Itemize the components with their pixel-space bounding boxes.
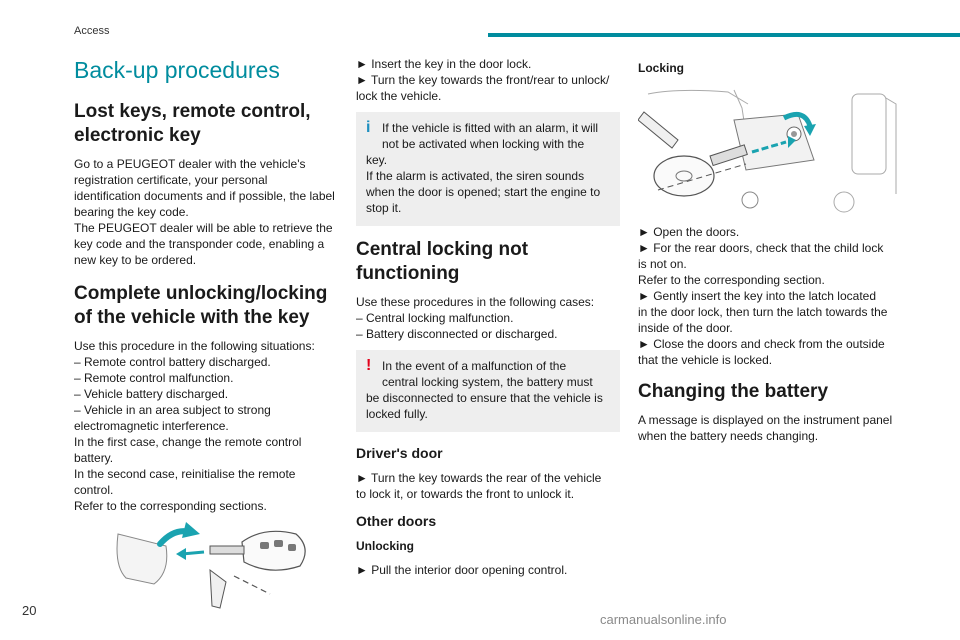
text-line: key. (366, 153, 388, 167)
text-line: registration certificate, your personal (74, 173, 268, 187)
text-line: stop it. (366, 201, 402, 215)
text-line: Use this procedure in the following situ… (74, 339, 315, 353)
text-line: in the door lock, then turn the latch to… (638, 305, 888, 319)
unlocking-heading: Unlocking (356, 539, 415, 553)
key-steps: ► Insert the key in the door lock. ► Tur… (356, 56, 620, 104)
locking-steps: ► Open the doors. ► For the rear doors, … (638, 224, 902, 368)
key-remote-illustration (116, 522, 306, 609)
unlocking-paragraph: ► Pull the interior door opening control… (356, 562, 620, 578)
lost-keys-heading: Lost keys, remote control, electronic ke… (74, 100, 344, 148)
locking-heading: Locking (638, 61, 685, 75)
watermark: carmanualsonline.info (600, 612, 727, 627)
other-doors-heading: Other doors (356, 513, 437, 529)
column-middle: ► Insert the key in the door lock. ► Tur… (356, 56, 620, 586)
text-line: – Battery disconnected or discharged. (356, 327, 558, 341)
heading-line: electronic key (74, 125, 201, 146)
text-line: ► Close the doors and check from the out… (638, 337, 885, 351)
column-right: Locking ► Open the doors. ► For the rear… (638, 56, 902, 452)
header-section-title: Access (74, 25, 110, 37)
text-line: – Vehicle battery discharged. (74, 387, 229, 401)
changing-battery-heading: Changing the battery (638, 381, 829, 402)
text-line: – Vehicle in an area subject to strong (74, 403, 271, 417)
info-icon: i (366, 119, 371, 136)
chapter-title: Back-up procedures (74, 57, 280, 83)
heading-line: Complete unlocking/locking (74, 283, 328, 304)
text-line: The PEUGEOT dealer will be able to retri… (74, 221, 333, 235)
heading-line: Central locking not (356, 239, 529, 260)
header-accent-bar (488, 33, 960, 37)
drivers-door-paragraph: ► Turn the key towards the rear of the v… (356, 470, 620, 502)
door-latch-illustration (638, 89, 897, 213)
text-line: control. (74, 483, 114, 497)
alarm-info-note: i If the vehicle is fitted with an alarm… (356, 112, 620, 226)
text-line: ► Open the doors. (638, 225, 740, 239)
text-line: ► Turn the key towards the rear of the v… (356, 471, 602, 485)
text-line: key code and the transponder code, enabl… (74, 237, 325, 251)
text-line: Refer to the corresponding sections. (74, 499, 267, 513)
heading-line: Lost keys, remote control, (74, 101, 311, 122)
text-line: when the door is opened; start the engin… (366, 185, 601, 199)
text-line: In the first case, change the remote con… (74, 435, 302, 449)
text-line: If the vehicle is fitted with an alarm, … (382, 121, 599, 135)
text-line: to lock it, or towards the front to unlo… (356, 487, 575, 501)
text-line: central locking system, the battery must (382, 375, 593, 389)
heading-line: of the vehicle with the key (74, 307, 310, 328)
text-line: Use these procedures in the following ca… (356, 295, 595, 309)
lost-keys-paragraph: Go to a PEUGEOT dealer with the vehicle'… (74, 156, 344, 268)
text-line: ► Turn the key towards the front/rear to… (356, 73, 610, 87)
central-locking-heading: Central locking not functioning (356, 238, 620, 286)
drivers-door-heading: Driver's door (356, 445, 443, 461)
heading-line: functioning (356, 263, 460, 284)
text-line: bearing the key code. (74, 205, 189, 219)
text-line: when the battery needs changing. (638, 429, 819, 443)
changing-battery-paragraph: A message is displayed on the instrument… (638, 412, 902, 444)
text-line: electromagnetic interference. (74, 419, 229, 433)
text-line: Go to a PEUGEOT dealer with the vehicle'… (74, 157, 306, 171)
warning-icon: ! (366, 357, 372, 374)
text-line: If the alarm is activated, the siren sou… (366, 169, 585, 183)
text-line: battery. (74, 451, 114, 465)
text-line: In the second case, reinitialise the rem… (74, 467, 296, 481)
text-line: inside of the door. (638, 321, 733, 335)
column-left: Back-up procedures Lost keys, remote con… (74, 56, 344, 622)
text-line: identification documents and if possible… (74, 189, 335, 203)
battery-warning-note: ! In the event of a malfunction of the c… (356, 350, 620, 432)
text-line: In the event of a malfunction of the (382, 359, 567, 373)
text-line: Refer to the corresponding section. (638, 273, 825, 287)
text-line: ► Pull the interior door opening control… (356, 563, 568, 577)
text-line: new key to be ordered. (74, 253, 197, 267)
text-line: A message is displayed on the instrument… (638, 413, 893, 427)
complete-unlocking-paragraph: Use this procedure in the following situ… (74, 338, 344, 514)
text-line: be disconnected to ensure that the vehic… (366, 391, 603, 405)
text-line: locked fully. (366, 407, 428, 421)
text-line: ► Insert the key in the door lock. (356, 57, 532, 71)
complete-unlocking-heading: Complete unlocking/locking of the vehicl… (74, 282, 344, 330)
text-line: – Central locking malfunction. (356, 311, 514, 325)
page-number: 20 (22, 603, 37, 618)
text-line: – Remote control battery discharged. (74, 355, 271, 369)
text-line: lock the vehicle. (356, 89, 442, 103)
text-line: not be activated when locking with the (382, 137, 585, 151)
text-line: ► For the rear doors, check that the chi… (638, 241, 884, 255)
text-line: that the vehicle is locked. (638, 353, 773, 367)
central-locking-paragraph: Use these procedures in the following ca… (356, 294, 620, 342)
text-line: – Remote control malfunction. (74, 371, 234, 385)
text-line: ► Gently insert the key into the latch l… (638, 289, 877, 303)
text-line: is not on. (638, 257, 687, 271)
